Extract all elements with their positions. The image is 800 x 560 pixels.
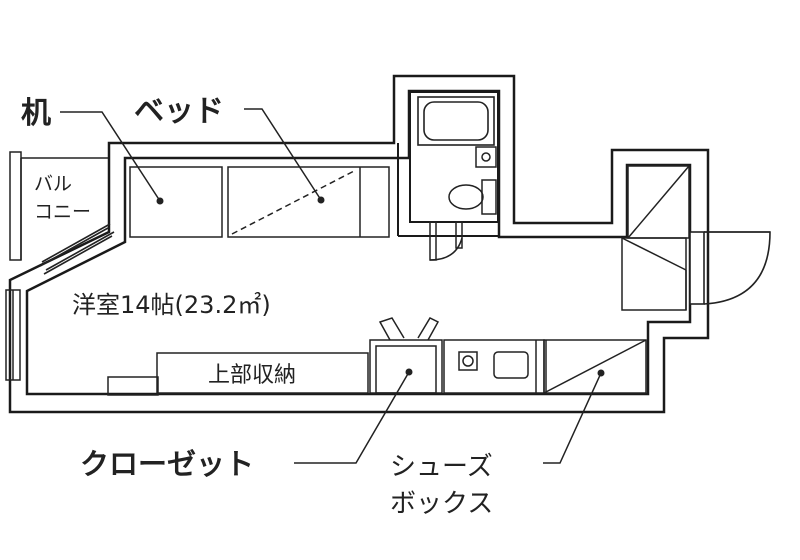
toilet xyxy=(448,179,497,215)
balcony xyxy=(9,151,108,261)
wall-notch xyxy=(107,376,159,396)
bed-label: ベッド xyxy=(134,94,224,129)
balcony-label-line1: バル xyxy=(34,173,72,195)
bed-leader xyxy=(244,108,322,201)
closet-shape xyxy=(369,317,443,394)
balcony-window xyxy=(39,223,115,275)
bathroom-inner xyxy=(409,91,499,223)
balcony-label-line2: コニー xyxy=(34,201,91,223)
bathtub xyxy=(417,96,495,146)
inner-wall-outline xyxy=(25,89,692,396)
shoebox-label-line2: ボックス xyxy=(390,489,493,519)
kitchen xyxy=(443,339,545,394)
bathroom-door xyxy=(429,221,463,261)
bathroom-walls xyxy=(397,91,500,237)
leader-lines xyxy=(60,108,602,464)
sink xyxy=(475,146,497,168)
shoebox-shape xyxy=(543,339,647,394)
left-window xyxy=(5,289,21,381)
closet-leader xyxy=(294,371,410,464)
closet-label: クローゼット xyxy=(80,447,254,481)
entrance xyxy=(621,165,690,311)
upper-storage-label: 上部収納 xyxy=(208,363,296,388)
upper-storage-shape xyxy=(156,352,369,394)
bed-shape xyxy=(227,166,390,238)
outer-wall-outline xyxy=(8,74,710,414)
desk-shape xyxy=(129,166,223,238)
desk-label: 机 xyxy=(21,96,51,131)
desk-leader xyxy=(60,111,161,202)
shoebox-label-line1: シューズ xyxy=(390,452,493,482)
shoebox-leader xyxy=(543,372,602,464)
room-label: 洋室14帖(23.2㎡) xyxy=(72,291,271,319)
entrance-door xyxy=(689,231,771,305)
outer-walls xyxy=(8,74,710,414)
